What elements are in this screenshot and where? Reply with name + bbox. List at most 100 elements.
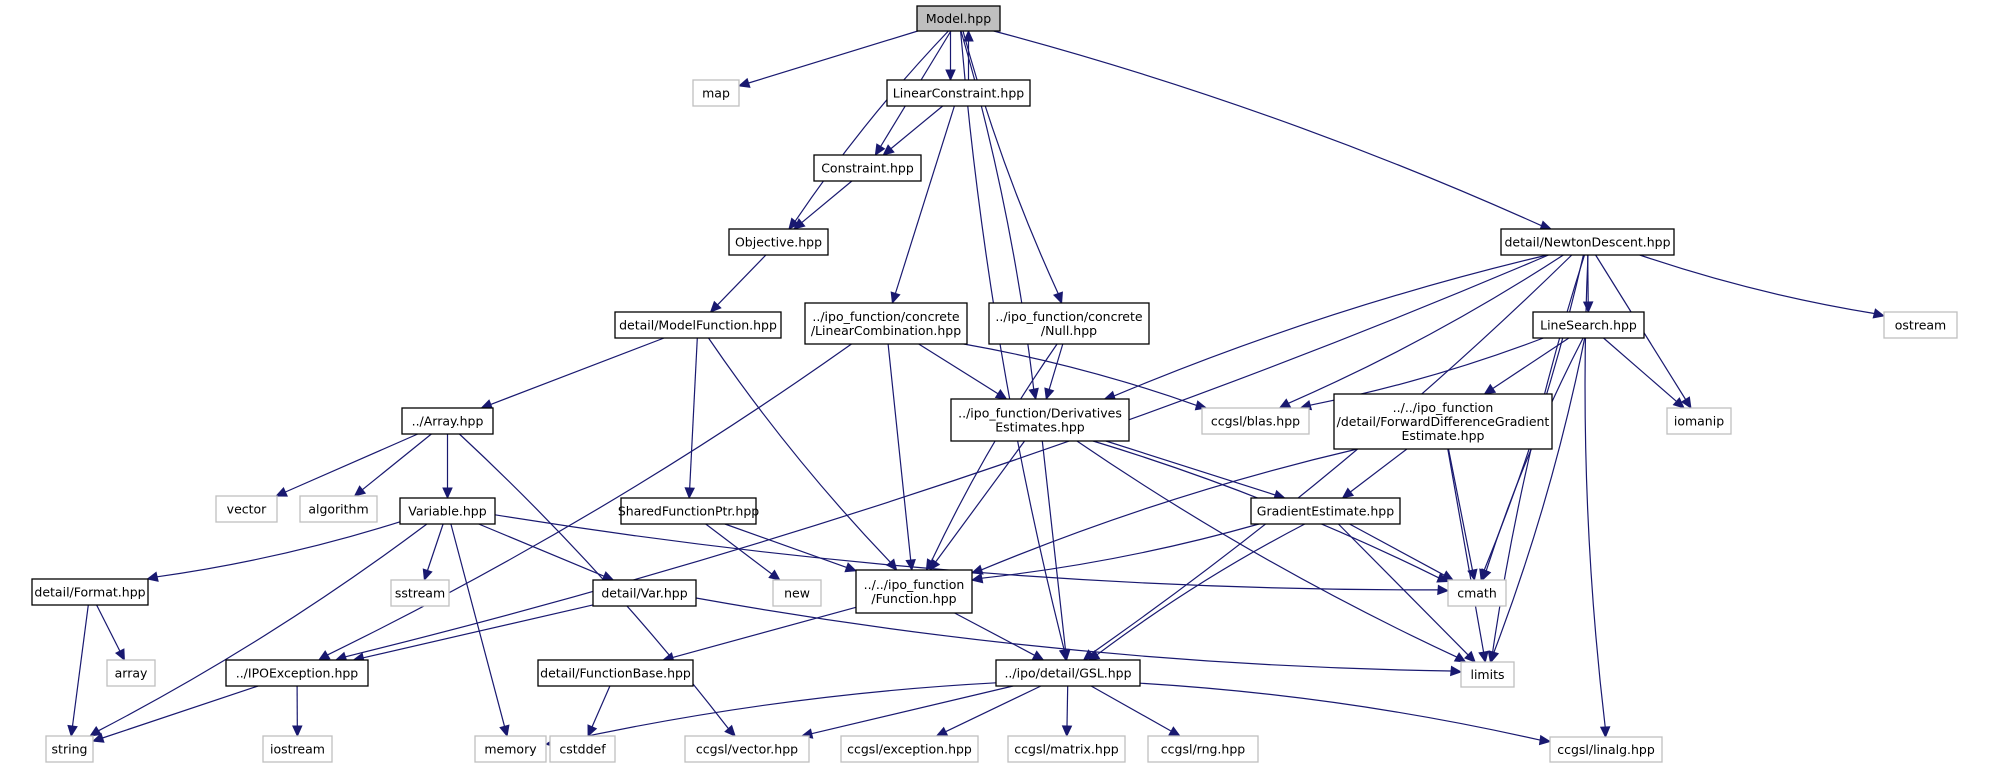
node-new[interactable]: new	[772, 579, 822, 607]
arrowhead-icon	[1672, 397, 1685, 409]
arrowhead-icon	[1453, 652, 1467, 663]
node-iostream[interactable]: iostream	[262, 735, 333, 763]
node-blas[interactable]: ccgsl/blas.hpp	[1201, 407, 1310, 435]
node-box	[1250, 497, 1401, 525]
node-cmath[interactable]: cmath	[1447, 579, 1507, 607]
node-function[interactable]: ../../ipo_function/Function.hpp	[855, 569, 973, 614]
edge-linearconstraint-to-linearcombination	[890, 105, 955, 305]
node-cstddef[interactable]: cstddef	[549, 735, 616, 763]
node-gradientestimate[interactable]: GradientEstimate.hpp	[1250, 497, 1401, 525]
node-label: cstddef	[559, 742, 606, 757]
edge-line	[426, 523, 444, 571]
edge-line	[478, 523, 605, 577]
node-algorithm[interactable]: algorithm	[299, 495, 378, 523]
edge-line	[945, 685, 1042, 733]
edge-derivest-to-limits	[1076, 440, 1467, 663]
node-box	[549, 735, 616, 763]
edge-layer	[67, 29, 1886, 748]
node-format[interactable]: detail/Format.hpp	[31, 578, 149, 606]
edge-model-to-newtondescent	[993, 30, 1553, 231]
edge-line	[981, 523, 1260, 579]
node-ccgsl-exception[interactable]: ccgsl/exception.hpp	[840, 735, 979, 763]
node-array-hpp[interactable]: ../Array.hpp	[401, 407, 494, 435]
node-modelfunction[interactable]: detail/ModelFunction.hpp	[614, 311, 782, 339]
node-null[interactable]: ../ipo_function/concrete/Null.hpp	[988, 302, 1150, 345]
node-label: ../Array.hpp	[412, 414, 484, 429]
node-label: ../ipo_function/concrete	[812, 309, 960, 324]
edge-model-to-map	[737, 30, 918, 88]
node-limits[interactable]: limits	[1460, 661, 1515, 688]
arrowhead-icon	[275, 486, 288, 497]
edge-line	[1090, 685, 1172, 732]
edge-function-to-functionbase	[661, 606, 857, 663]
edge-variable-to-format	[146, 521, 401, 582]
node-box	[1666, 407, 1732, 435]
edge-line	[705, 523, 773, 575]
node-label: ../../ipo_function	[864, 577, 965, 592]
arrowhead-icon	[1168, 726, 1181, 737]
node-box	[537, 659, 694, 687]
node-label: detail/NewtonDescent.hpp	[1504, 235, 1670, 250]
edge-sharedfunctionptr-to-new	[705, 523, 781, 581]
edge-line	[327, 343, 852, 656]
node-string[interactable]: string	[45, 735, 94, 763]
arrowhead-icon	[1031, 650, 1045, 661]
edge-gsl-to-ccgsl-matrix	[1061, 685, 1073, 738]
edge-line	[1288, 254, 1564, 404]
node-label: ../ipo_function/Derivatives	[958, 406, 1122, 421]
node-linearcombination[interactable]: ../ipo_function/concrete/LinearCombinati…	[804, 302, 968, 345]
node-box	[614, 311, 782, 339]
node-newtondescent[interactable]: detail/NewtonDescent.hpp	[1500, 228, 1675, 256]
edge-line	[801, 180, 853, 224]
node-linesearch[interactable]: LineSearch.hpp	[1532, 311, 1645, 339]
edge-linesearch-to-cmath	[1481, 337, 1584, 582]
node-box	[1201, 407, 1310, 435]
node-label: new	[784, 586, 810, 601]
node-vector[interactable]: vector	[215, 495, 278, 523]
node-ccgsl-vector[interactable]: ccgsl/vector.hpp	[684, 735, 810, 763]
edge-line	[591, 685, 611, 728]
node-sharedfunctionptr[interactable]: SharedFunctionPtr.hpp	[618, 497, 759, 525]
node-ccgsl-matrix[interactable]: ccgsl/matrix.hpp	[1007, 735, 1126, 763]
node-label: limits	[1470, 667, 1504, 682]
node-sstream[interactable]: sstream	[390, 579, 450, 607]
node-objective[interactable]: Objective.hpp	[728, 228, 829, 256]
node-ccgsl-linalg[interactable]: ccgsl/linalg.hpp	[1549, 736, 1663, 763]
node-box	[106, 659, 156, 687]
node-model[interactable]: Model.hpp	[916, 5, 1001, 32]
edge-line	[1493, 337, 1586, 653]
node-label: ../ipo/detail/GSL.hpp	[1004, 666, 1131, 681]
arrowhead-icon	[737, 77, 751, 88]
node-memory[interactable]: memory	[474, 735, 547, 763]
node-ccgsl-rng[interactable]: ccgsl/rng.hpp	[1147, 735, 1259, 763]
node-label: ../ipo_function/concrete	[995, 309, 1143, 324]
node-box	[813, 154, 922, 182]
node-ipoexception[interactable]: ../IPOException.hpp	[225, 659, 369, 687]
node-label: LineSearch.hpp	[1540, 318, 1637, 333]
edge-line	[450, 523, 506, 727]
node-fdge[interactable]: ../../ipo_function/detail/ForwardDiffere…	[1333, 393, 1553, 450]
edge-array-hpp-to-ccgsl-vector	[458, 433, 736, 737]
node-var[interactable]: detail/Var.hpp	[592, 579, 697, 607]
edge-model-to-objective	[788, 30, 949, 230]
node-gsl[interactable]: ../ipo/detail/GSL.hpp	[995, 659, 1141, 687]
node-linearconstraint[interactable]: LinearConstraint.hpp	[886, 79, 1031, 107]
node-array[interactable]: array	[106, 659, 156, 687]
node-iomanip[interactable]: iomanip	[1666, 407, 1732, 435]
edge-line	[1113, 254, 1548, 397]
node-variable[interactable]: Variable.hpp	[399, 497, 496, 525]
node-label: Model.hpp	[926, 11, 991, 26]
arrowhead-icon	[1441, 570, 1455, 581]
node-label: Variable.hpp	[408, 504, 486, 519]
arrowhead-icon	[1582, 301, 1594, 314]
edge-line	[1048, 343, 1064, 390]
node-label: ../../ipo_function	[1393, 400, 1494, 415]
edge-ipoexception-to-string	[91, 685, 259, 743]
node-constraint[interactable]: Constraint.hpp	[813, 154, 922, 182]
edge-line	[890, 105, 944, 150]
node-map[interactable]: map	[692, 79, 740, 107]
node-functionbase[interactable]: detail/FunctionBase.hpp	[537, 659, 694, 687]
node-ostream[interactable]: ostream	[1883, 311, 1958, 339]
